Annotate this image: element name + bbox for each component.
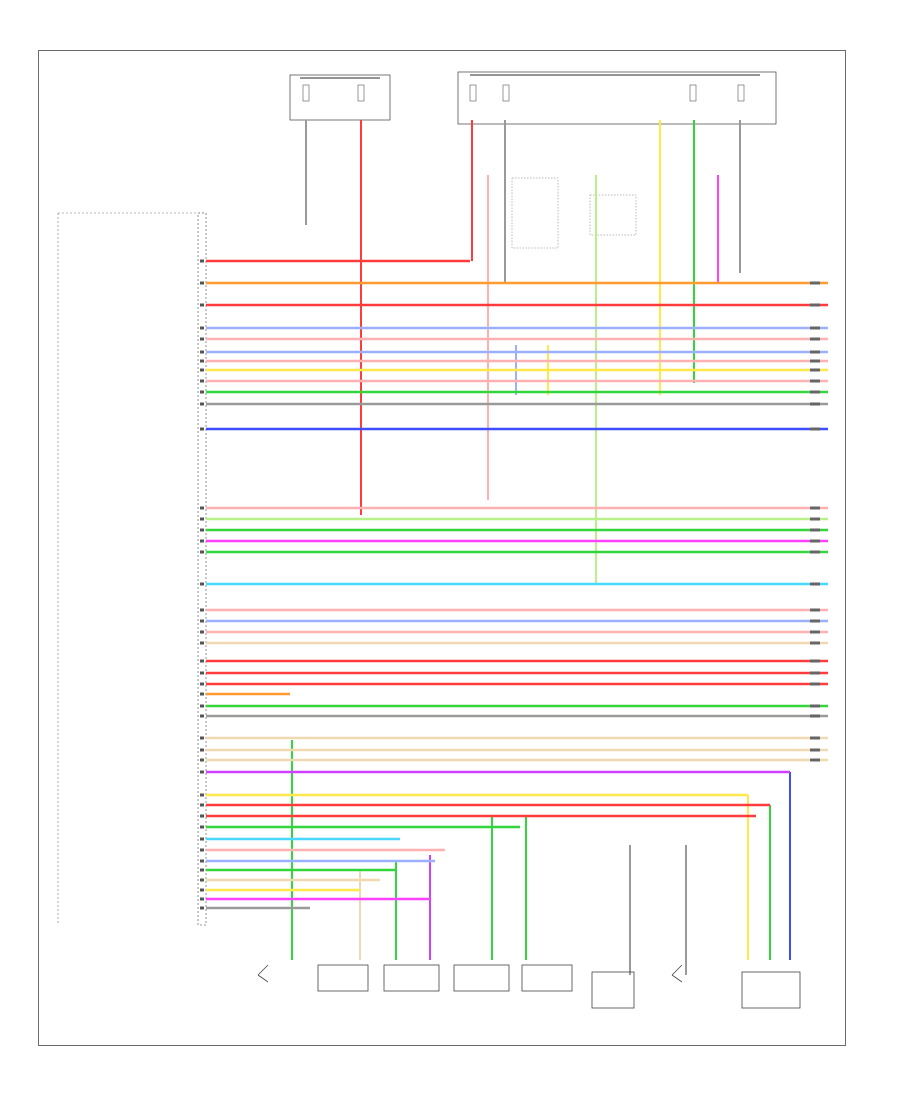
- junction-block: [589, 194, 637, 236]
- connector-pin-right: [810, 608, 820, 612]
- connector-pin: [200, 714, 204, 718]
- component-box: [591, 971, 635, 1009]
- connector-pin-right: [810, 630, 820, 634]
- junction-block: [511, 177, 559, 249]
- connector-pin-right: [810, 682, 820, 686]
- fuse-box-left: [289, 74, 391, 121]
- connector-pin: [200, 641, 204, 645]
- connector-pin: [200, 506, 204, 510]
- connector-pin-right: [810, 281, 820, 285]
- component-box: [521, 964, 573, 992]
- connector-pin: [200, 671, 204, 675]
- connector-pin-right: [810, 326, 820, 330]
- connector-pin: [200, 528, 204, 532]
- fuse-box-right: [457, 71, 777, 125]
- connector-pin: [200, 539, 204, 543]
- connector-pin: [200, 390, 204, 394]
- connector-pin-right: [810, 303, 820, 307]
- connector-pin-right: [810, 582, 820, 586]
- connector-pin-right: [810, 619, 820, 623]
- connector-pin: [200, 758, 204, 762]
- connector-pin: [200, 878, 204, 882]
- connector-pin: [200, 897, 204, 901]
- connector-pin: [200, 619, 204, 623]
- component-box: [317, 964, 369, 992]
- diagram-frame: [38, 50, 846, 1046]
- connector-pin: [200, 748, 204, 752]
- connector-pin: [200, 368, 204, 372]
- connector-pin-right: [810, 659, 820, 663]
- connector-pin: [200, 736, 204, 740]
- connector-pin: [200, 550, 204, 554]
- connector-pin-right: [810, 714, 820, 718]
- connector-pin: [200, 402, 204, 406]
- connector-pin: [200, 770, 204, 774]
- connector-pin: [200, 814, 204, 818]
- connector-pin: [200, 659, 204, 663]
- connector-pin: [200, 281, 204, 285]
- switch-symbol: [257, 964, 269, 983]
- connector-pin: [200, 379, 204, 383]
- connector-pin-right: [810, 671, 820, 675]
- connector-pin: [200, 803, 204, 807]
- connector-pin-right: [810, 359, 820, 363]
- connector-pin: [200, 326, 204, 330]
- connector-pin: [200, 350, 204, 354]
- connector-pin-right: [810, 528, 820, 532]
- component-box: [383, 964, 440, 992]
- connector-pin: [200, 259, 204, 263]
- connector-pin: [200, 793, 204, 797]
- connector-pin: [200, 704, 204, 708]
- connector-pin: [200, 517, 204, 521]
- connector-pin: [200, 888, 204, 892]
- connector-pin: [200, 427, 204, 431]
- connector-pin: [200, 337, 204, 341]
- connector-pin: [200, 868, 204, 872]
- connector-pin-right: [810, 427, 820, 431]
- connector-pin: [200, 692, 204, 696]
- connector-pin: [200, 906, 204, 910]
- connector-pin-right: [810, 368, 820, 372]
- connector-pin-right: [810, 350, 820, 354]
- connector-pin-right: [810, 379, 820, 383]
- connector-pin-right: [810, 390, 820, 394]
- connector-pin-right: [810, 736, 820, 740]
- pin-markers: [200, 259, 820, 910]
- component-box: [741, 971, 801, 1009]
- connector-pin: [200, 837, 204, 841]
- bottom-components: [257, 964, 801, 1009]
- connector-pin-right: [810, 641, 820, 645]
- connector-pin-right: [810, 337, 820, 341]
- switch-symbol: [671, 964, 683, 983]
- connector-pin: [200, 582, 204, 586]
- component-box: [453, 964, 510, 992]
- connector-pin-right: [810, 550, 820, 554]
- control-module-outline: [197, 212, 207, 926]
- connector-pin: [200, 630, 204, 634]
- connector-pin: [200, 848, 204, 852]
- connector-pin-right: [810, 539, 820, 543]
- connector-pin: [200, 608, 204, 612]
- connector-pin: [200, 682, 204, 686]
- connector-pin-right: [810, 506, 820, 510]
- connector-pin-right: [810, 517, 820, 521]
- connector-pin-right: [810, 748, 820, 752]
- connector-pin-right: [810, 758, 820, 762]
- connector-pin: [200, 303, 204, 307]
- connector-pin: [200, 825, 204, 829]
- fuse-symbols: [302, 84, 745, 102]
- harness-wires: [206, 259, 828, 910]
- connector-pin: [200, 359, 204, 363]
- connector-pin-right: [810, 704, 820, 708]
- connector-pin: [200, 859, 204, 863]
- connector-pin-right: [810, 402, 820, 406]
